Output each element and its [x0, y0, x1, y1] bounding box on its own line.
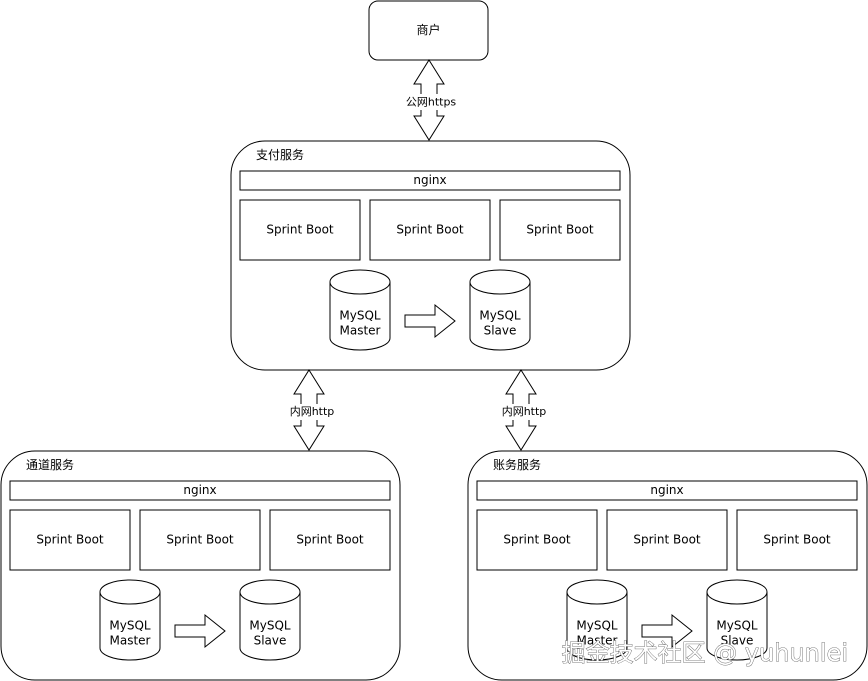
- replication-arrow-icon: [174, 613, 226, 649]
- link-public-https: 公网https: [404, 59, 457, 141]
- watermark-text: 掘金技术社区 @ yuhunlei: [562, 639, 848, 667]
- mysql-label: MySQL: [109, 619, 151, 633]
- mysql-label: MySQL: [479, 309, 521, 323]
- nginx-bar: [9, 480, 391, 501]
- mysql-role-label: Master: [577, 634, 618, 648]
- nginx-bar: [239, 170, 621, 191]
- link-internal-http-left: 内网http: [289, 369, 335, 451]
- link-internal-http-label: 内网http: [502, 404, 547, 418]
- service-account: 账务服务 nginx Sprint Boot Sprint Boot Sprin…: [467, 450, 868, 681]
- spring-boot-box: [736, 509, 858, 571]
- mysql-label: MySQL: [576, 619, 618, 633]
- mysql-role-label: Master: [110, 634, 151, 648]
- mysql-slave-cylinder: MySQL Slave: [469, 269, 531, 351]
- mysql-label: MySQL: [249, 619, 291, 633]
- spring-boot-label: Sprint Boot: [36, 533, 104, 547]
- spring-boot-label: Sprint Boot: [633, 533, 701, 547]
- spring-boot-label: Sprint Boot: [503, 533, 571, 547]
- mysql-master-cylinder: MySQL Master: [329, 269, 391, 351]
- mysql-master-cylinder: MySQL Master: [99, 579, 161, 661]
- service-payment: 支付服务 nginx Sprint Boot Sprint Boot Sprin…: [230, 140, 631, 371]
- spring-boot-box: [476, 509, 598, 571]
- merchant-label: 商户: [416, 22, 440, 37]
- link-internal-http-right: 内网http: [501, 369, 547, 451]
- nginx-label: nginx: [413, 173, 446, 187]
- link-internal-http-label: 内网http: [290, 404, 335, 418]
- spring-boot-box: [269, 509, 391, 571]
- mysql-role-label: Slave: [721, 634, 754, 648]
- spring-boot-label: Sprint Boot: [266, 223, 334, 237]
- mysql-label: MySQL: [339, 309, 381, 323]
- service-title: 支付服务: [256, 147, 304, 162]
- spring-boot-box: [139, 509, 261, 571]
- mysql-role-label: Master: [340, 324, 381, 338]
- nginx-label: nginx: [183, 483, 216, 497]
- spring-boot-box: [9, 509, 131, 571]
- mysql-master-cylinder: MySQL Master: [566, 579, 628, 661]
- spring-boot-label: Sprint Boot: [526, 223, 594, 237]
- nginx-bar: [476, 480, 858, 501]
- link-public-https-label: 公网https: [406, 96, 457, 109]
- mysql-role-label: Slave: [254, 634, 287, 648]
- replication-arrow-icon: [641, 613, 693, 649]
- service-channel: 通道服务 nginx Sprint Boot Sprint Boot Sprin…: [0, 450, 401, 681]
- spring-boot-label: Sprint Boot: [396, 223, 464, 237]
- mysql-label: MySQL: [716, 619, 758, 633]
- spring-boot-label: Sprint Boot: [166, 533, 234, 547]
- service-title: 通道服务: [26, 457, 74, 472]
- spring-boot-label: Sprint Boot: [296, 533, 364, 547]
- merchant-node: 商户: [368, 0, 489, 61]
- mysql-slave-cylinder: MySQL Slave: [239, 579, 301, 661]
- spring-boot-box: [369, 199, 491, 261]
- spring-boot-box: [239, 199, 361, 261]
- mysql-slave-cylinder: MySQL Slave: [706, 579, 768, 661]
- mysql-role-label: Slave: [484, 324, 517, 338]
- nginx-label: nginx: [650, 483, 683, 497]
- spring-boot-box: [499, 199, 621, 261]
- spring-boot-label: Sprint Boot: [763, 533, 831, 547]
- service-title: 账务服务: [493, 457, 541, 472]
- spring-boot-box: [606, 509, 728, 571]
- replication-arrow-icon: [404, 303, 456, 339]
